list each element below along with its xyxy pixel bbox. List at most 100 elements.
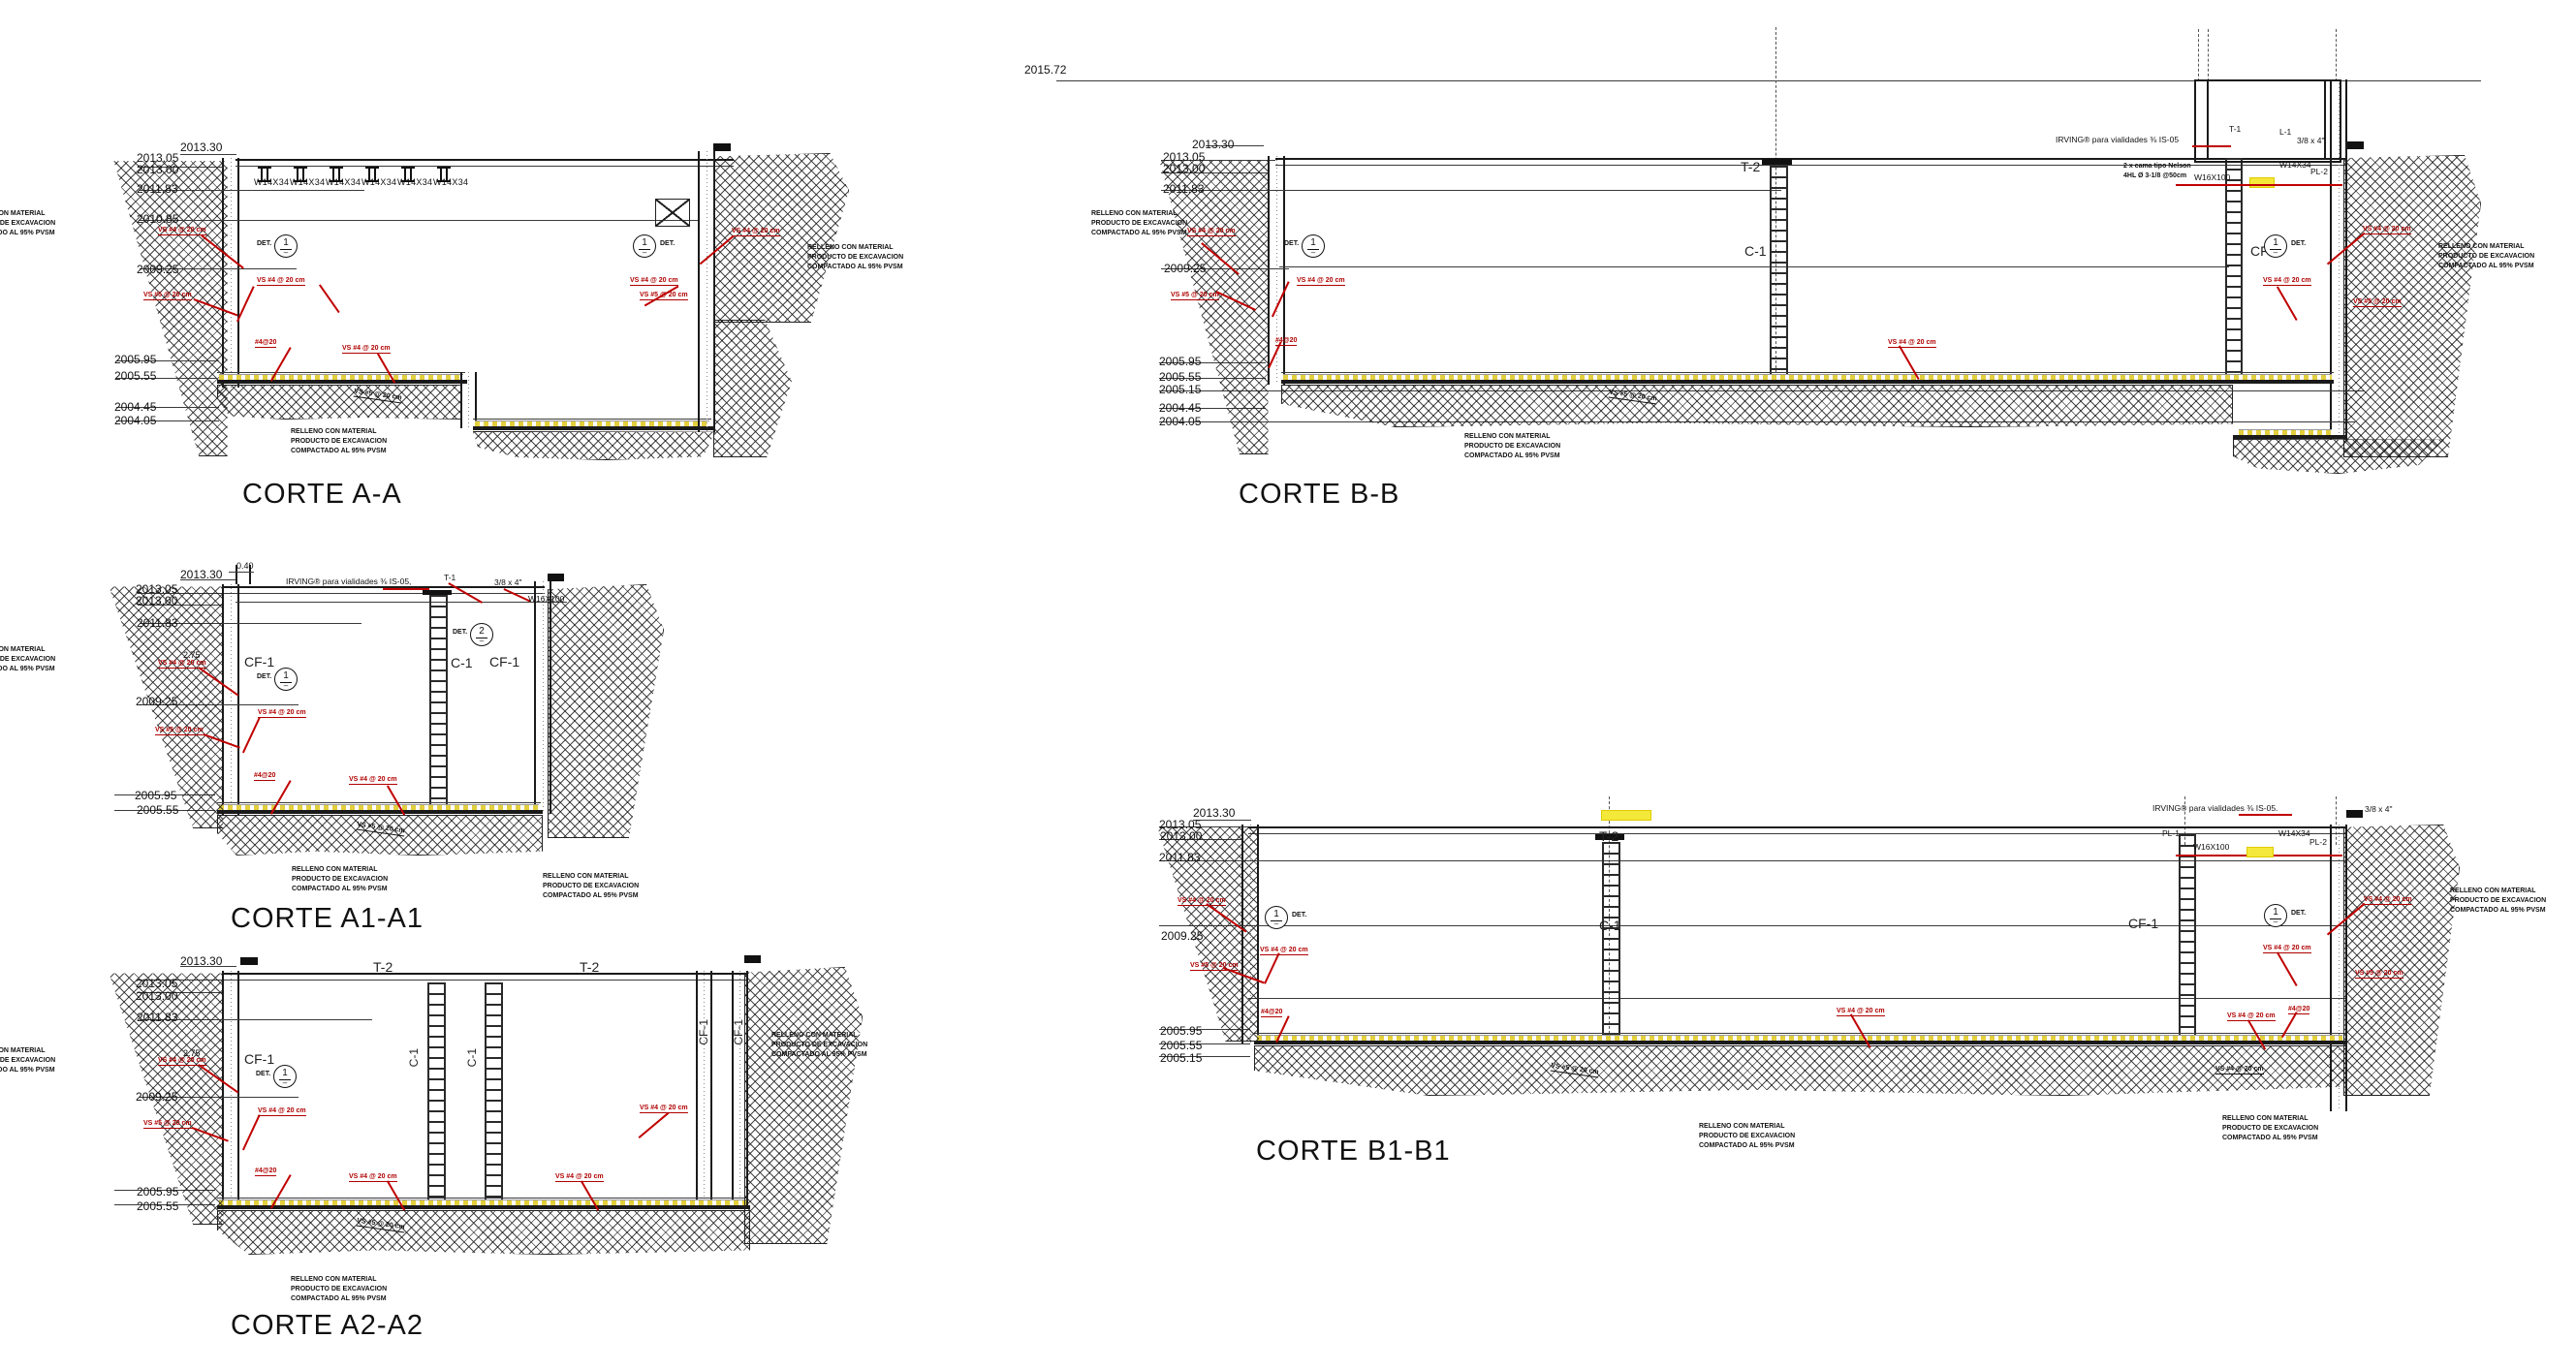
fill-note: RELLENO CON MATERIAL PRODUCTO DE EXCAVAC…	[771, 1032, 868, 1059]
rebar-annotation: VS #4 @ 20 cm	[349, 776, 397, 785]
rebar-annotation: VS #4 @ 20 cm	[2364, 896, 2412, 905]
elevation-label: 2013.30	[180, 954, 223, 968]
dimension-label: 2.75	[183, 1048, 201, 1058]
member-tag: CF-1	[244, 654, 275, 669]
detail-marker-number: 1	[2270, 907, 2281, 919]
member-tag: PL-2	[2310, 167, 2328, 176]
rebar-annotation: #4@20	[1275, 337, 1298, 346]
elevation-label: 2005.55	[114, 369, 157, 383]
drawing-line	[116, 407, 219, 408]
detail-marker-number: 1	[280, 670, 292, 683]
section-title-corte-bb: CORTE B-B	[1239, 479, 1400, 510]
i-beam-stub	[330, 167, 343, 182]
detail-marker: 2–	[470, 623, 493, 646]
member-tag: L-1	[2279, 127, 2292, 137]
drawing-line	[116, 378, 217, 379]
elevation-label: 2009.25	[136, 695, 178, 708]
elevation-label: 2011.83	[137, 182, 178, 196]
rebar-annotation: VS #4 @ 20 cm	[158, 227, 206, 235]
drawing-line	[138, 167, 223, 168]
rebar-annotation: VS #4 @ 20 cm	[1260, 947, 1308, 955]
elevation-label: 2004.45	[114, 400, 157, 414]
elevation-label: 2011.83	[137, 616, 178, 630]
slab-line	[217, 810, 543, 814]
drawing-line	[236, 166, 734, 167]
soil-hatch	[713, 153, 849, 323]
rebar-annotation: VS #4 @ 20 cm	[640, 1105, 688, 1113]
fill-note: RELLENO CON MATERIAL PRODUCTO DE EXCAVAC…	[1091, 210, 1188, 237]
wall	[698, 151, 715, 432]
rebar-annotation: VS #4 @ 20 cm	[1837, 1008, 1885, 1016]
leader-line	[236, 286, 255, 323]
drawing-line	[140, 1019, 372, 1020]
rebar-annotation: VS #5 @ 20 cm	[155, 727, 204, 735]
detail-marker-number: 1	[279, 1068, 291, 1080]
detail-marker-label: DET.	[2291, 910, 2307, 917]
fill-note: RELLENO CON MATERIAL PRODUCTO DE EXCAVAC…	[292, 866, 389, 893]
drawing-line	[1275, 165, 2345, 166]
member-tag: W16X100	[2193, 842, 2230, 852]
rebar-annotation: VS #4 @ 20 cm	[2263, 945, 2311, 953]
steel-plate	[1762, 159, 1792, 165]
drawing-line	[114, 1190, 215, 1191]
fill-note: RELLENO CON MATERIAL PRODUCTO DE EXCAVAC…	[1464, 433, 1561, 460]
member-tag: T-2	[580, 959, 600, 975]
detail-marker: 1–	[2264, 904, 2287, 927]
detail-marker-label: DET.	[453, 629, 468, 636]
rebar-annotation: #4@20	[255, 339, 277, 348]
i-beam-stub	[294, 167, 307, 182]
steel-plate	[548, 574, 564, 581]
column	[1602, 842, 1620, 1036]
soil-hatch	[1281, 385, 2233, 427]
drawing-line	[1056, 80, 2481, 81]
member-tag: IRVING® para vialidades ⅜ IS-05,	[286, 576, 412, 586]
rebar-annotation: VS #4 @ 20 cm	[732, 228, 780, 236]
drawing-line	[114, 794, 215, 795]
beam-label: W14X34	[254, 177, 290, 187]
member-tag: W14X34	[2278, 828, 2310, 838]
beam-label: W14X34	[290, 177, 326, 187]
member-tag: C-1	[465, 1048, 479, 1068]
i-beam-stub	[437, 167, 451, 182]
detail-marker-scale-dash: –	[1273, 919, 1279, 928]
drawing-line	[229, 572, 254, 573]
drawing-line	[140, 623, 361, 624]
elevation-label: 2005.95	[137, 1185, 179, 1199]
soil-hatch	[713, 320, 792, 457]
detail-marker-scale-dash: –	[283, 248, 289, 257]
drawing-line	[1161, 190, 1781, 191]
drawing-line	[1159, 1043, 1250, 1044]
drawing-line	[1159, 860, 2345, 861]
drawing-line	[223, 980, 748, 981]
drawing-line	[140, 220, 699, 221]
drawing-line	[1159, 925, 2345, 926]
centerline	[2336, 29, 2337, 81]
wall	[222, 584, 239, 815]
elevation-label: 2005.55	[137, 803, 179, 817]
leader-line	[319, 284, 340, 313]
elevation-label: 2005.15	[1159, 383, 1202, 396]
member-tag: 3/8 x 4"	[2297, 136, 2325, 145]
slab-line	[217, 380, 467, 384]
column	[427, 982, 446, 1199]
drawing-line	[140, 268, 297, 269]
drawing-line	[114, 810, 215, 811]
rebar-annotation: VS #4 @ 20 cm	[1178, 897, 1226, 906]
rebar-annotation: VS #5 @ 20 cm	[640, 292, 688, 300]
detail-marker-scale-dash: –	[2273, 248, 2278, 257]
fill-note: RELLENO CON MATERIAL PRODUCTO DE EXCAVAC…	[543, 873, 640, 900]
drawing-line	[114, 1204, 215, 1205]
detail-marker-label: DET.	[257, 240, 272, 247]
member-tag: T-1	[444, 573, 456, 582]
elevation-label: 2005.55	[1159, 370, 1202, 384]
drawing-line	[2324, 81, 2326, 159]
i-beam-stub	[365, 167, 379, 182]
centerline	[2198, 29, 2199, 81]
section-title-corte-a2a2: CORTE A2-A2	[231, 1310, 424, 1341]
elevation-label: 2013.05	[136, 977, 178, 990]
leader-line	[503, 588, 531, 603]
elevation-label: 2009.25	[136, 1090, 178, 1104]
rebar-annotation: VS #4 @ 20 cm	[158, 660, 206, 669]
elevation-label: 2013.00	[137, 163, 179, 176]
